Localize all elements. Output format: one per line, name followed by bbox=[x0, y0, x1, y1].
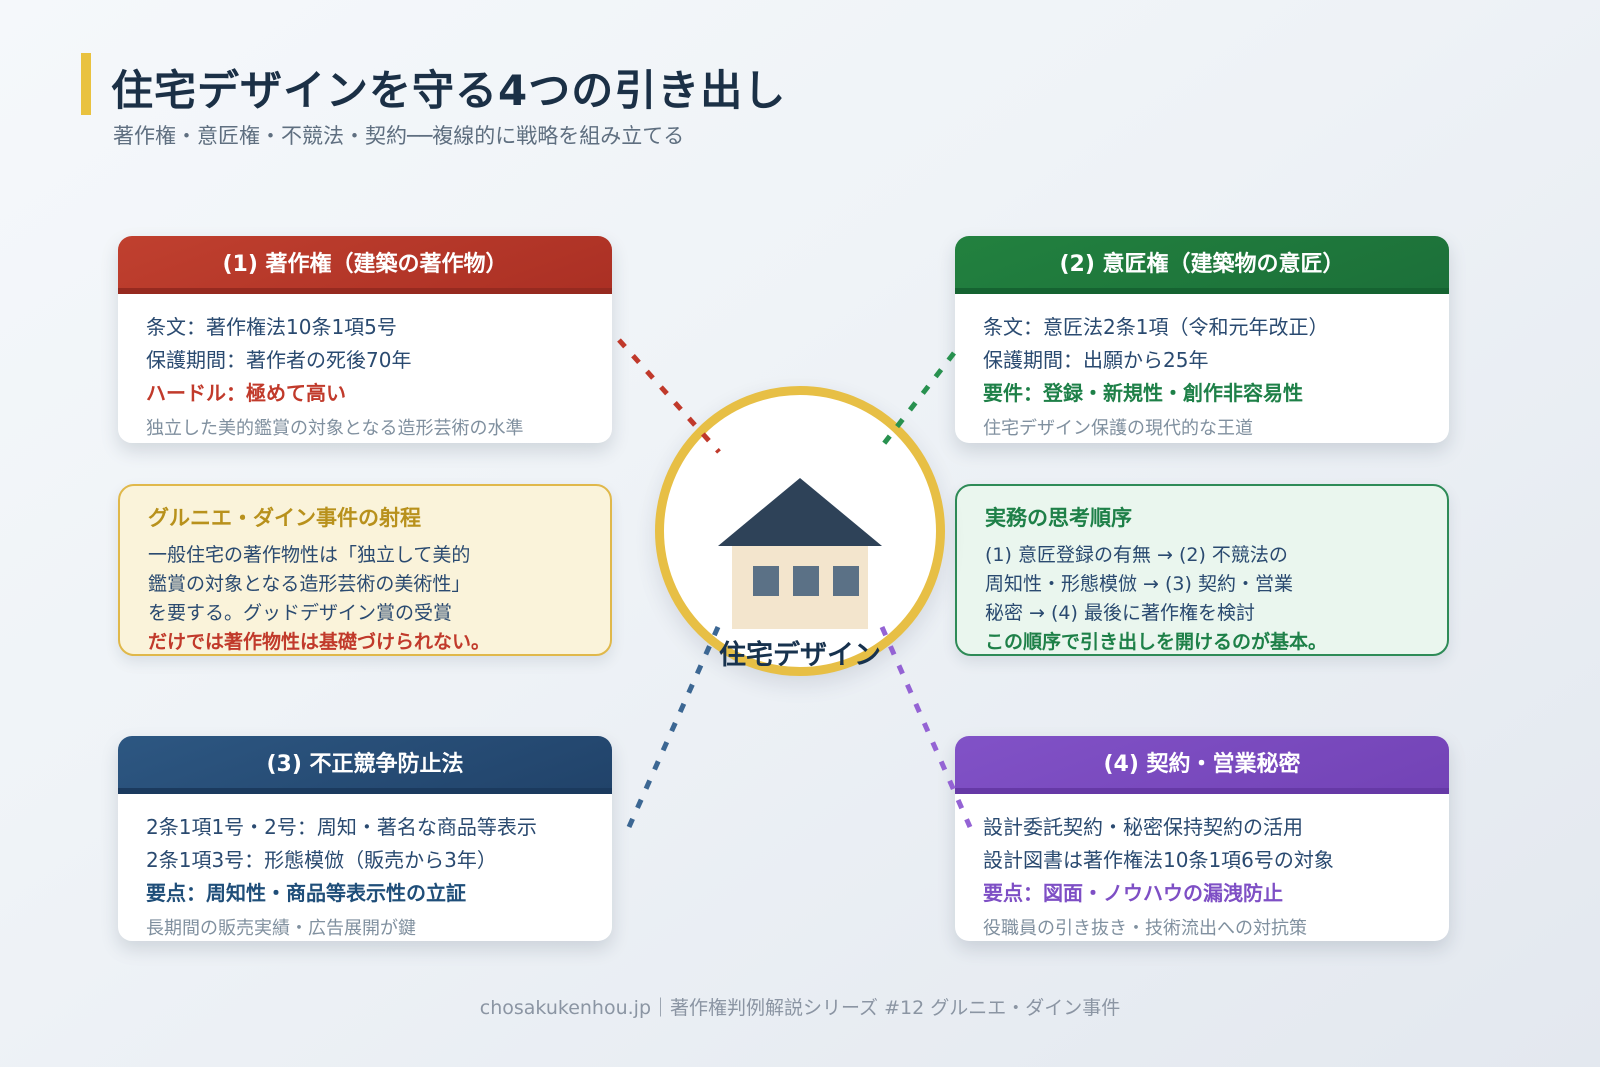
card-line: 条文：著作権法10条1項5号 bbox=[146, 315, 397, 339]
card-unfair-competition-body: 2条1項1号・2号：周知・著名な商品等表示 2条1項3号：形態模倣（販売から3年… bbox=[118, 794, 612, 940]
callout-line: を要する。グッドデザイン賞の受賞 bbox=[148, 602, 453, 624]
card-note: 役職員の引き抜き・技術流出への対抗策 bbox=[983, 918, 1307, 939]
card-line: 設計委託契約・秘密保持契約の活用 bbox=[983, 815, 1303, 839]
callout-grenier-dine-case: グルニエ・ダイン事件の射程 一般住宅の著作物性は「独立して美的 鑑賞の対象となる… bbox=[118, 484, 612, 656]
card-unfair-competition-header: (3) 不正競争防止法 bbox=[118, 736, 612, 794]
card-copyright-title: (1) 著作権（建築の著作物） bbox=[222, 252, 508, 277]
center-label: 住宅デザイン bbox=[719, 640, 881, 671]
title-accent-bar bbox=[81, 53, 91, 115]
callout-line: 一般住宅の著作物性は「独立して美的 bbox=[148, 544, 471, 566]
card-design-rights-body: 条文：意匠法2条1項（令和元年改正） 保護期間：出願から25年 要件：登録・新規… bbox=[955, 294, 1449, 440]
callout-line: 周知性・形態模倣 → (3) 契約・営業 bbox=[985, 573, 1293, 595]
house-icon bbox=[664, 395, 936, 667]
card-highlight: 要点：周知性・商品等表示性の立証 bbox=[146, 881, 466, 905]
card-note: 長期間の販売実績・広告展開が鍵 bbox=[146, 918, 416, 939]
card-note: 独立した美的鑑賞の対象となる造形芸術の水準 bbox=[146, 418, 524, 439]
card-line: 保護期間：著作者の死後70年 bbox=[146, 348, 412, 372]
footer-credit: chosakukenhou.jp｜著作権判例解説シリーズ #12 グルニエ・ダイ… bbox=[479, 997, 1121, 1019]
card-design-rights-title: (2) 意匠権（建築物の意匠） bbox=[1059, 252, 1345, 277]
card-contract-trade-secrets-header: (4) 契約・営業秘密 bbox=[955, 736, 1449, 794]
center-hub-circle: 住宅デザイン bbox=[655, 386, 945, 676]
callout-practical-order: 実務の思考順序 (1) 意匠登録の有無 → (2) 不競法の 周知性・形態模倣 … bbox=[955, 484, 1449, 656]
callout-line: (1) 意匠登録の有無 → (2) 不競法の bbox=[985, 544, 1288, 566]
house-window bbox=[753, 566, 779, 596]
house-roof bbox=[718, 478, 882, 546]
card-highlight: 要点：図面・ノウハウの漏洩防止 bbox=[983, 881, 1283, 905]
card-copyright-body: 条文：著作権法10条1項5号 保護期間：著作者の死後70年 ハードル：極めて高い… bbox=[118, 294, 612, 440]
card-highlight: 要件：登録・新規性・創作非容易性 bbox=[983, 381, 1303, 405]
card-design-rights-header: (2) 意匠権（建築物の意匠） bbox=[955, 236, 1449, 294]
card-highlight: ハードル：極めて高い bbox=[146, 381, 346, 405]
card-copyright-header: (1) 著作権（建築の著作物） bbox=[118, 236, 612, 294]
house-window bbox=[793, 566, 819, 596]
card-line: 保護期間：出願から25年 bbox=[983, 348, 1209, 372]
page-title: 住宅デザインを守る4つの引き出し bbox=[111, 66, 787, 115]
card-copyright: (1) 著作権（建築の著作物） 条文：著作権法10条1項5号 保護期間：著作者の… bbox=[118, 236, 612, 443]
card-line: 設計図書は著作権法10条1項6号の対象 bbox=[983, 848, 1334, 872]
callout-title: グルニエ・ダイン事件の射程 bbox=[148, 506, 421, 530]
card-unfair-competition: (3) 不正競争防止法 2条1項1号・2号：周知・著名な商品等表示 2条1項3号… bbox=[118, 736, 612, 941]
card-contract-trade-secrets: (4) 契約・営業秘密 設計委託契約・秘密保持契約の活用 設計図書は著作権法10… bbox=[955, 736, 1449, 941]
callout-line: 鑑賞の対象となる造形芸術の美術性」 bbox=[148, 573, 471, 595]
callout-title: 実務の思考順序 bbox=[985, 506, 1132, 530]
card-line: 条文：意匠法2条1項（令和元年改正） bbox=[983, 315, 1329, 339]
card-line: 2条1項3号：形態模倣（販売から3年） bbox=[146, 848, 497, 872]
house-window bbox=[833, 566, 859, 596]
card-design-rights: (2) 意匠権（建築物の意匠） 条文：意匠法2条1項（令和元年改正） 保護期間：… bbox=[955, 236, 1449, 443]
card-note: 住宅デザイン保護の現代的な王道 bbox=[983, 418, 1253, 439]
callout-highlight: だけでは著作物性は基礎づけられない。 bbox=[148, 631, 491, 653]
card-line: 2条1項1号・2号：周知・著名な商品等表示 bbox=[146, 815, 537, 839]
callout-line: 秘密 → (4) 最後に著作権を検討 bbox=[985, 602, 1255, 624]
card-contract-trade-secrets-title: (4) 契約・営業秘密 bbox=[1103, 752, 1301, 777]
house-body bbox=[732, 546, 868, 629]
page-subtitle: 著作権・意匠権・不競法・契約──複線的に戦略を組み立てる bbox=[113, 124, 685, 148]
callout-highlight: この順序で引き出しを開けるのが基本。 bbox=[985, 631, 1328, 653]
card-unfair-competition-title: (3) 不正競争防止法 bbox=[266, 752, 464, 777]
card-contract-trade-secrets-body: 設計委託契約・秘密保持契約の活用 設計図書は著作権法10条1項6号の対象 要点：… bbox=[955, 794, 1449, 940]
